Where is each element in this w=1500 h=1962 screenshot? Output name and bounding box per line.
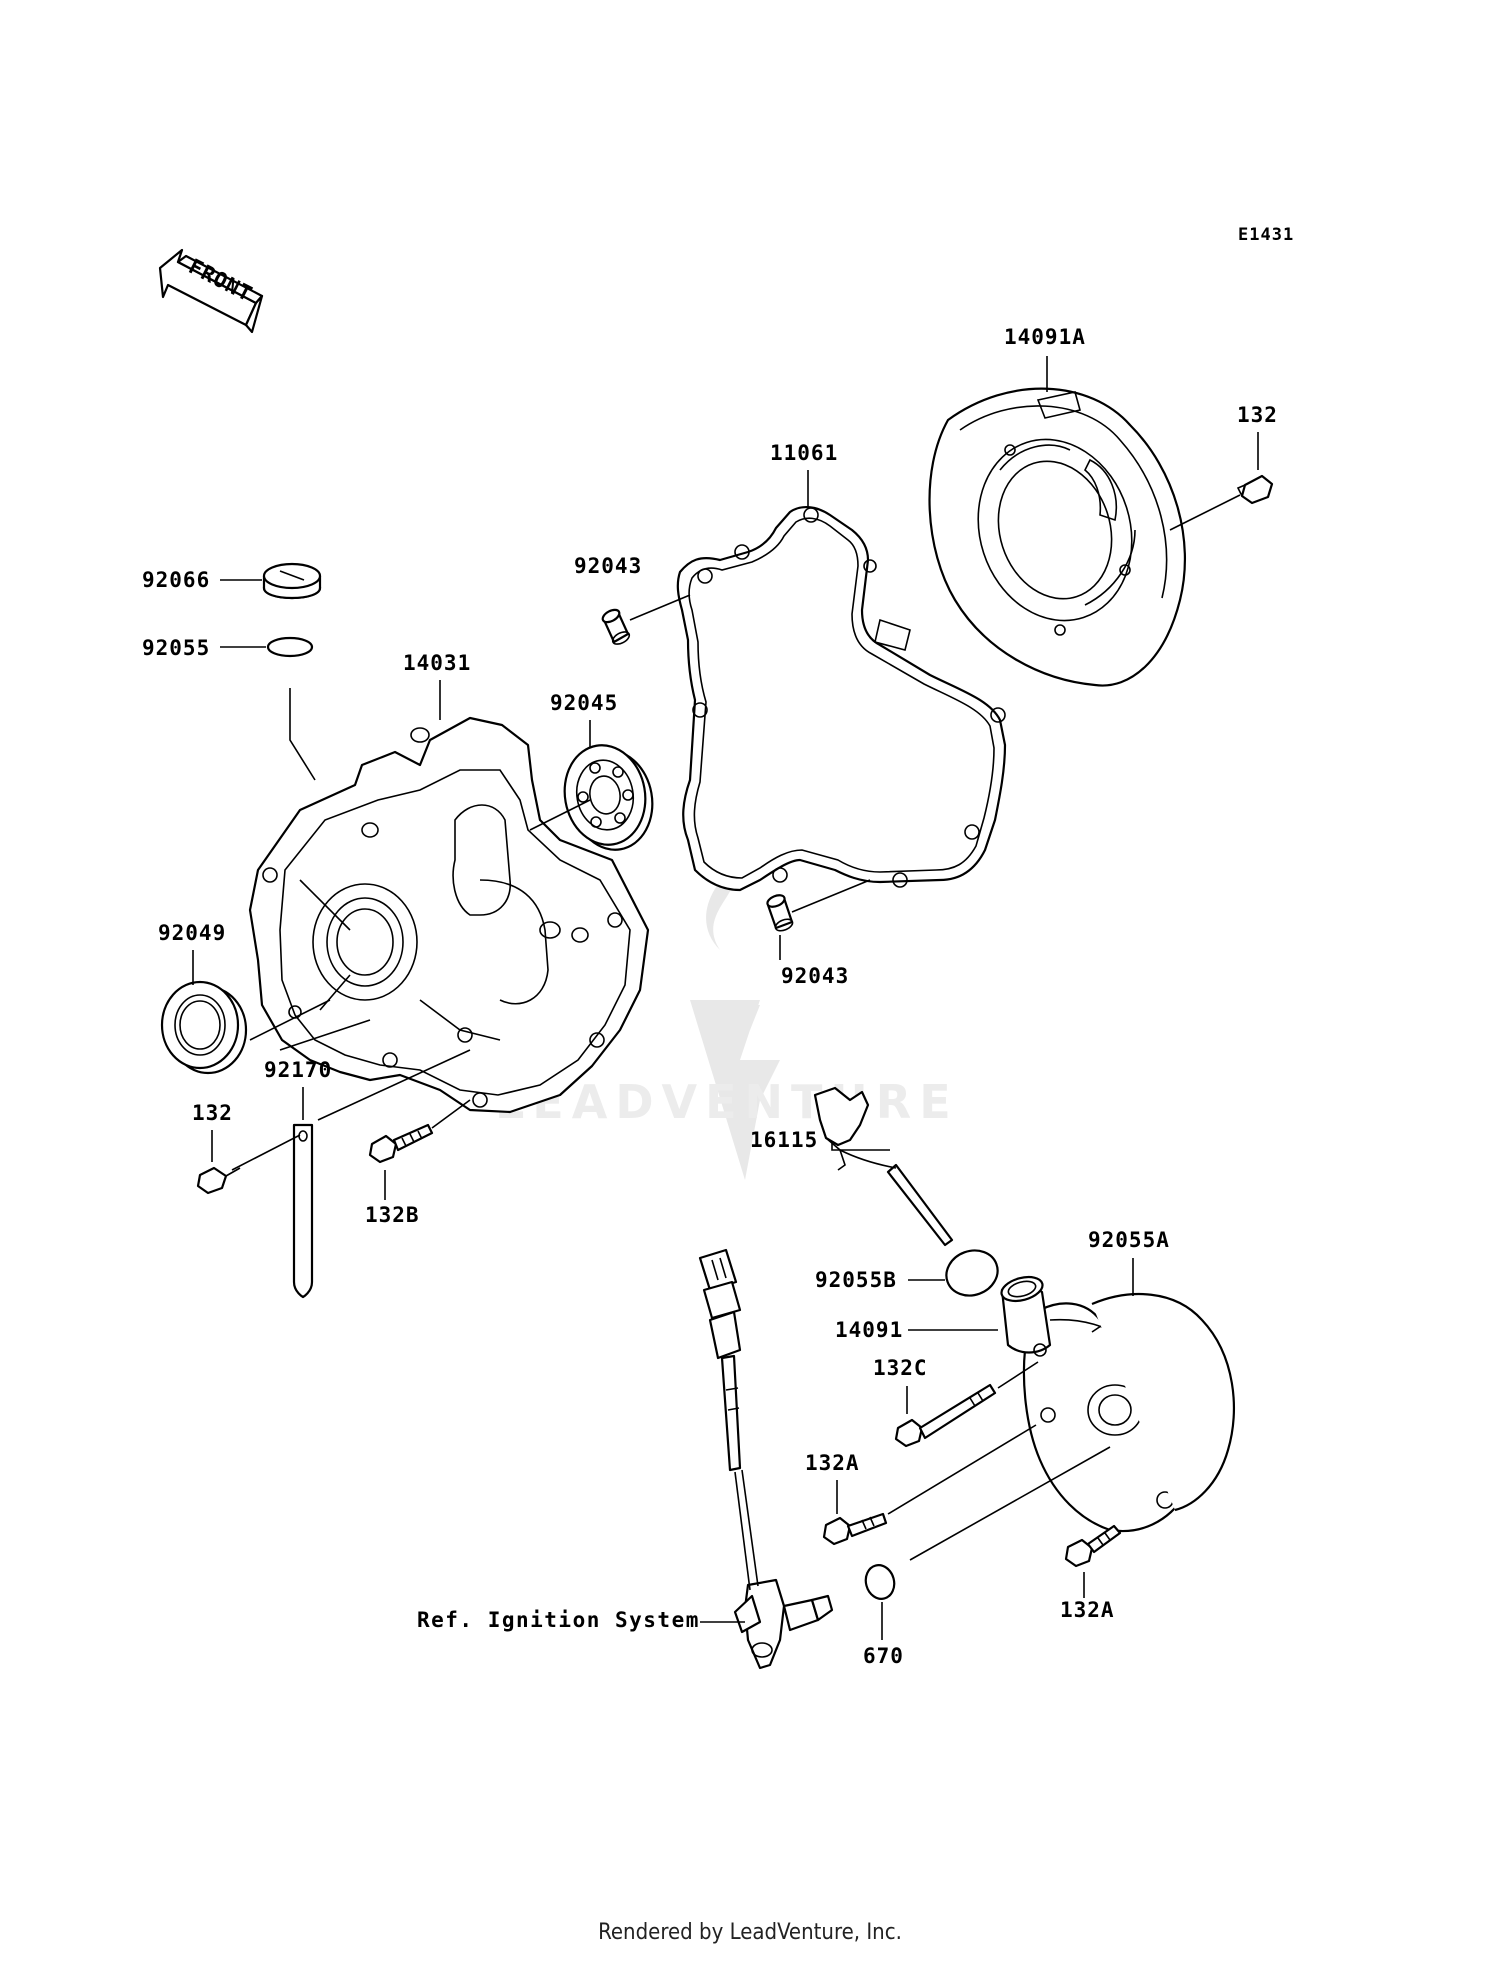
o-ring-92055B — [945, 1249, 999, 1297]
label-92055A: 92055A — [1088, 1228, 1170, 1252]
diagram-code: E1431 — [1238, 225, 1294, 245]
label-92043-bottom: 92043 — [781, 964, 849, 988]
front-arrow-icon: FRONT — [158, 248, 264, 334]
label-132C: 132C — [873, 1356, 928, 1380]
label-132B: 132B — [365, 1203, 420, 1227]
label-92066: 92066 — [142, 568, 210, 592]
bolt-132A-left — [822, 1512, 888, 1546]
bolt-132A-right — [1064, 1524, 1122, 1568]
bolt-132-top — [1236, 474, 1274, 505]
bearing-92045 — [563, 744, 654, 851]
label-92043-top: 92043 — [574, 554, 642, 578]
bolt-132-left — [196, 1166, 241, 1195]
oil-seal-92049 — [160, 980, 248, 1075]
filler-cap-92066 — [262, 562, 322, 600]
label-16115: 16115 — [750, 1128, 818, 1152]
label-670: 670 — [863, 1644, 904, 1668]
label-132-left: 132 — [192, 1101, 233, 1125]
label-92055: 92055 — [142, 636, 210, 660]
ignition-sensor — [698, 1248, 834, 1670]
label-14031: 14031 — [403, 651, 471, 675]
dowel-92043-top — [601, 608, 631, 645]
label-92055B: 92055B — [815, 1268, 897, 1292]
label-ref-ignition: Ref. Ignition System — [417, 1608, 700, 1632]
bolt-132B — [368, 1123, 434, 1164]
label-14091A: 14091A — [1004, 325, 1086, 349]
gasket-11061 — [676, 506, 1007, 892]
label-92170: 92170 — [264, 1058, 332, 1082]
o-ring-92055A — [1091, 1292, 1236, 1512]
label-92045: 92045 — [550, 691, 618, 715]
footer-credit: Rendered by LeadVenture, Inc. — [598, 1920, 902, 1945]
o-ring-92055 — [266, 636, 314, 658]
dowel-92043-bottom — [766, 894, 794, 932]
label-132A-left: 132A — [805, 1451, 860, 1475]
cover-14031 — [248, 716, 650, 1114]
dipstick-16115 — [813, 1086, 954, 1247]
label-132A-right: 132A — [1060, 1598, 1115, 1622]
label-132-top: 132 — [1237, 403, 1278, 427]
cover-plate-14091A — [928, 387, 1186, 687]
label-92049: 92049 — [158, 921, 226, 945]
label-11061: 11061 — [770, 441, 838, 465]
watermark-logo: LEADVENTURE — [495, 870, 951, 1180]
bolt-132C — [894, 1383, 997, 1448]
o-ring-670 — [864, 1564, 896, 1600]
label-14091: 14091 — [835, 1318, 903, 1342]
clamp-strap-92170 — [292, 1123, 314, 1299]
